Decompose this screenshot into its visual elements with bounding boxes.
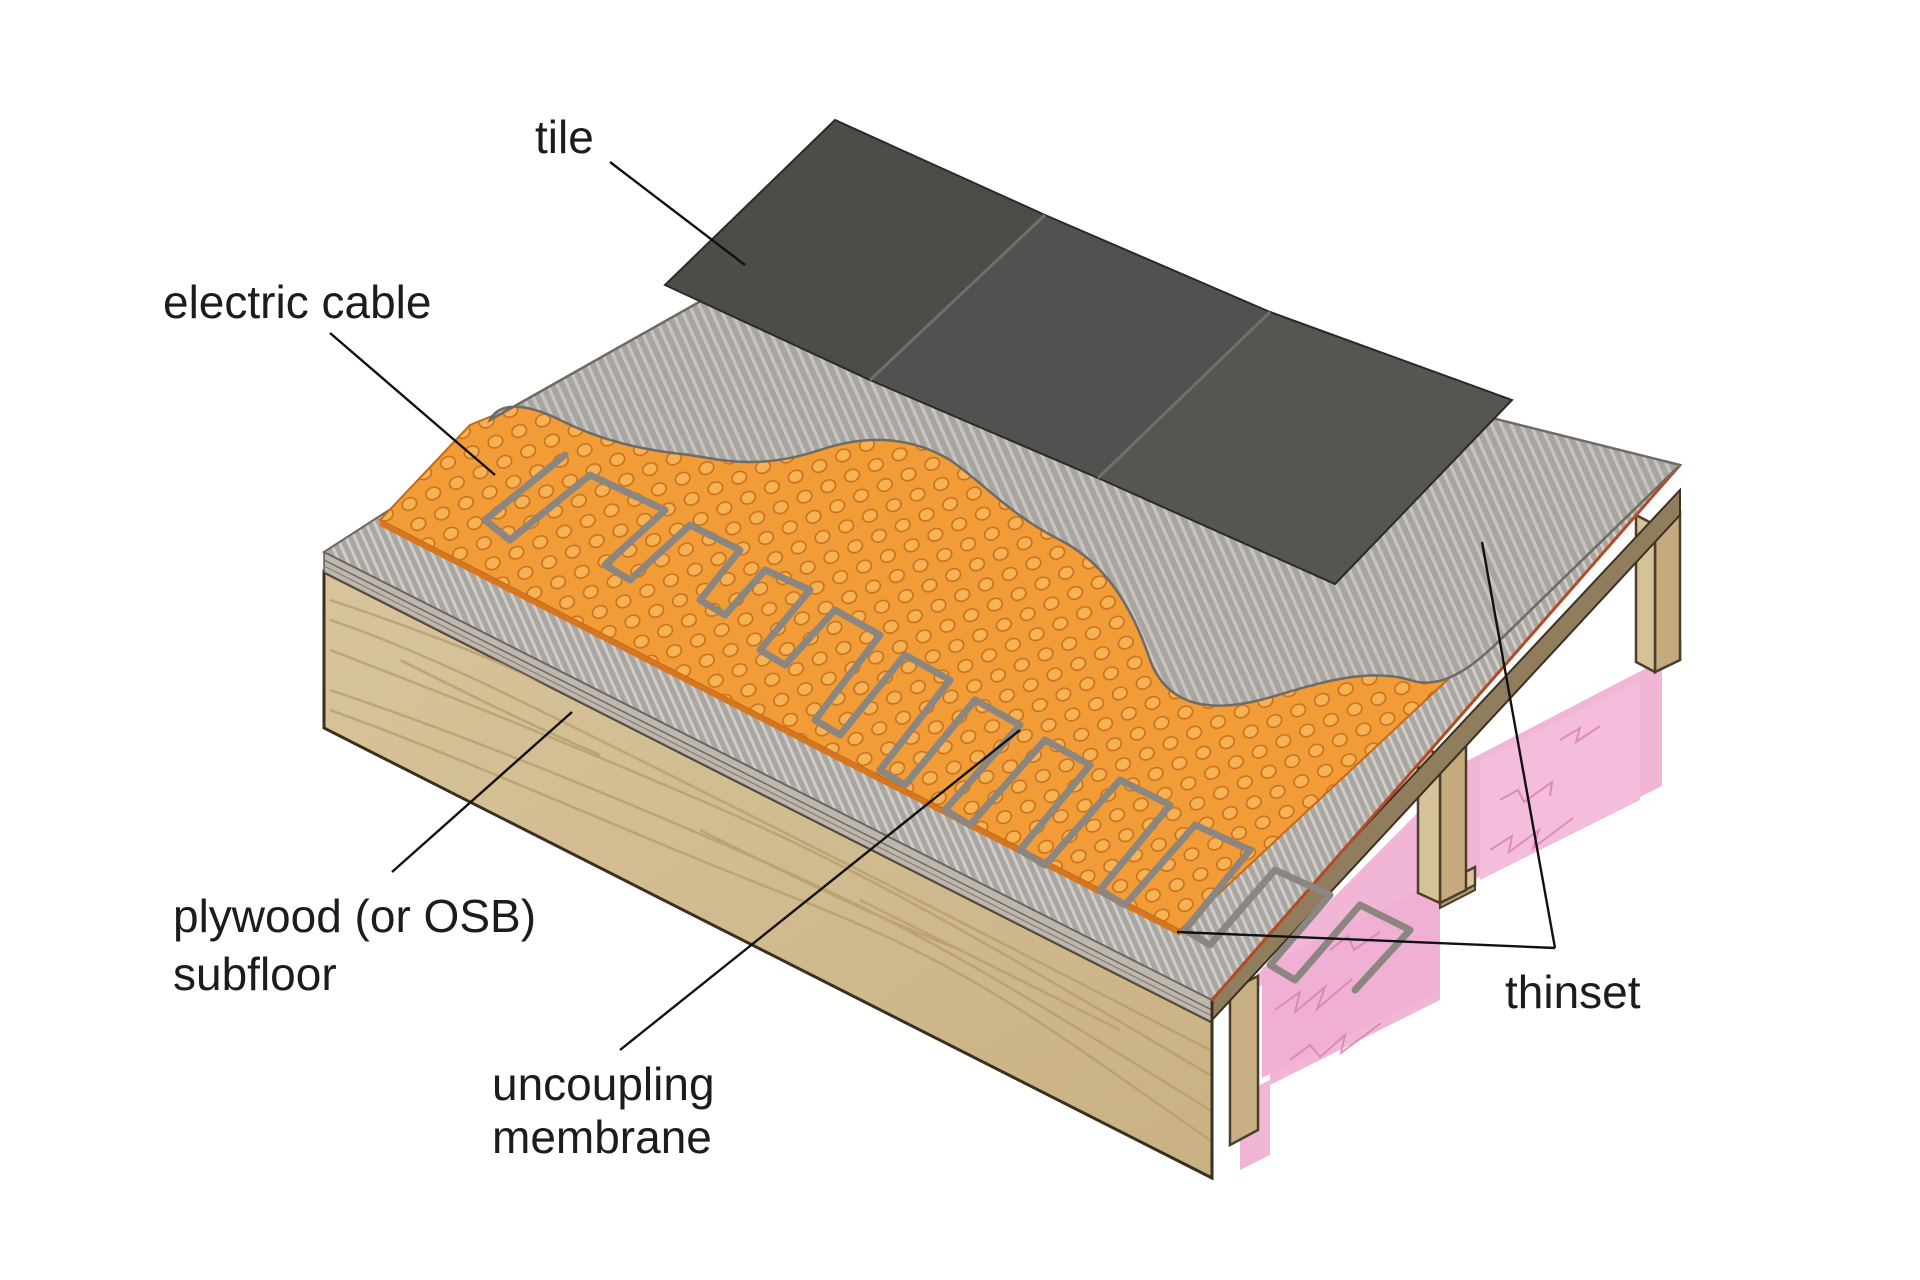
leader-lines — [329, 161, 1557, 1051]
thinset-leader-2 — [1176, 930, 1556, 950]
label-uncoupling-line2: membrane — [492, 1111, 712, 1163]
label-tile: tile — [535, 111, 594, 163]
label-plywood-line2: subfloor — [173, 948, 337, 1000]
subfloor-block — [322, 487, 1681, 1181]
label-uncoupling-line1: uncoupling — [492, 1058, 715, 1110]
label-thinset: thinset — [1505, 966, 1641, 1018]
thinset-upper — [487, 243, 1683, 707]
thinset-leader-1 — [1480, 541, 1557, 949]
electric-cable-leader — [329, 332, 496, 476]
membrane-leader — [619, 729, 1021, 1051]
insulation — [1232, 660, 1662, 1170]
plywood-leader — [391, 711, 573, 873]
heating-cable — [481, 451, 1414, 994]
label-electric-cable: electric cable — [163, 276, 431, 328]
label-plywood-line1: plywood (or OSB) — [173, 890, 536, 942]
tile-layer — [663, 118, 1514, 586]
tile-leader — [609, 161, 746, 266]
